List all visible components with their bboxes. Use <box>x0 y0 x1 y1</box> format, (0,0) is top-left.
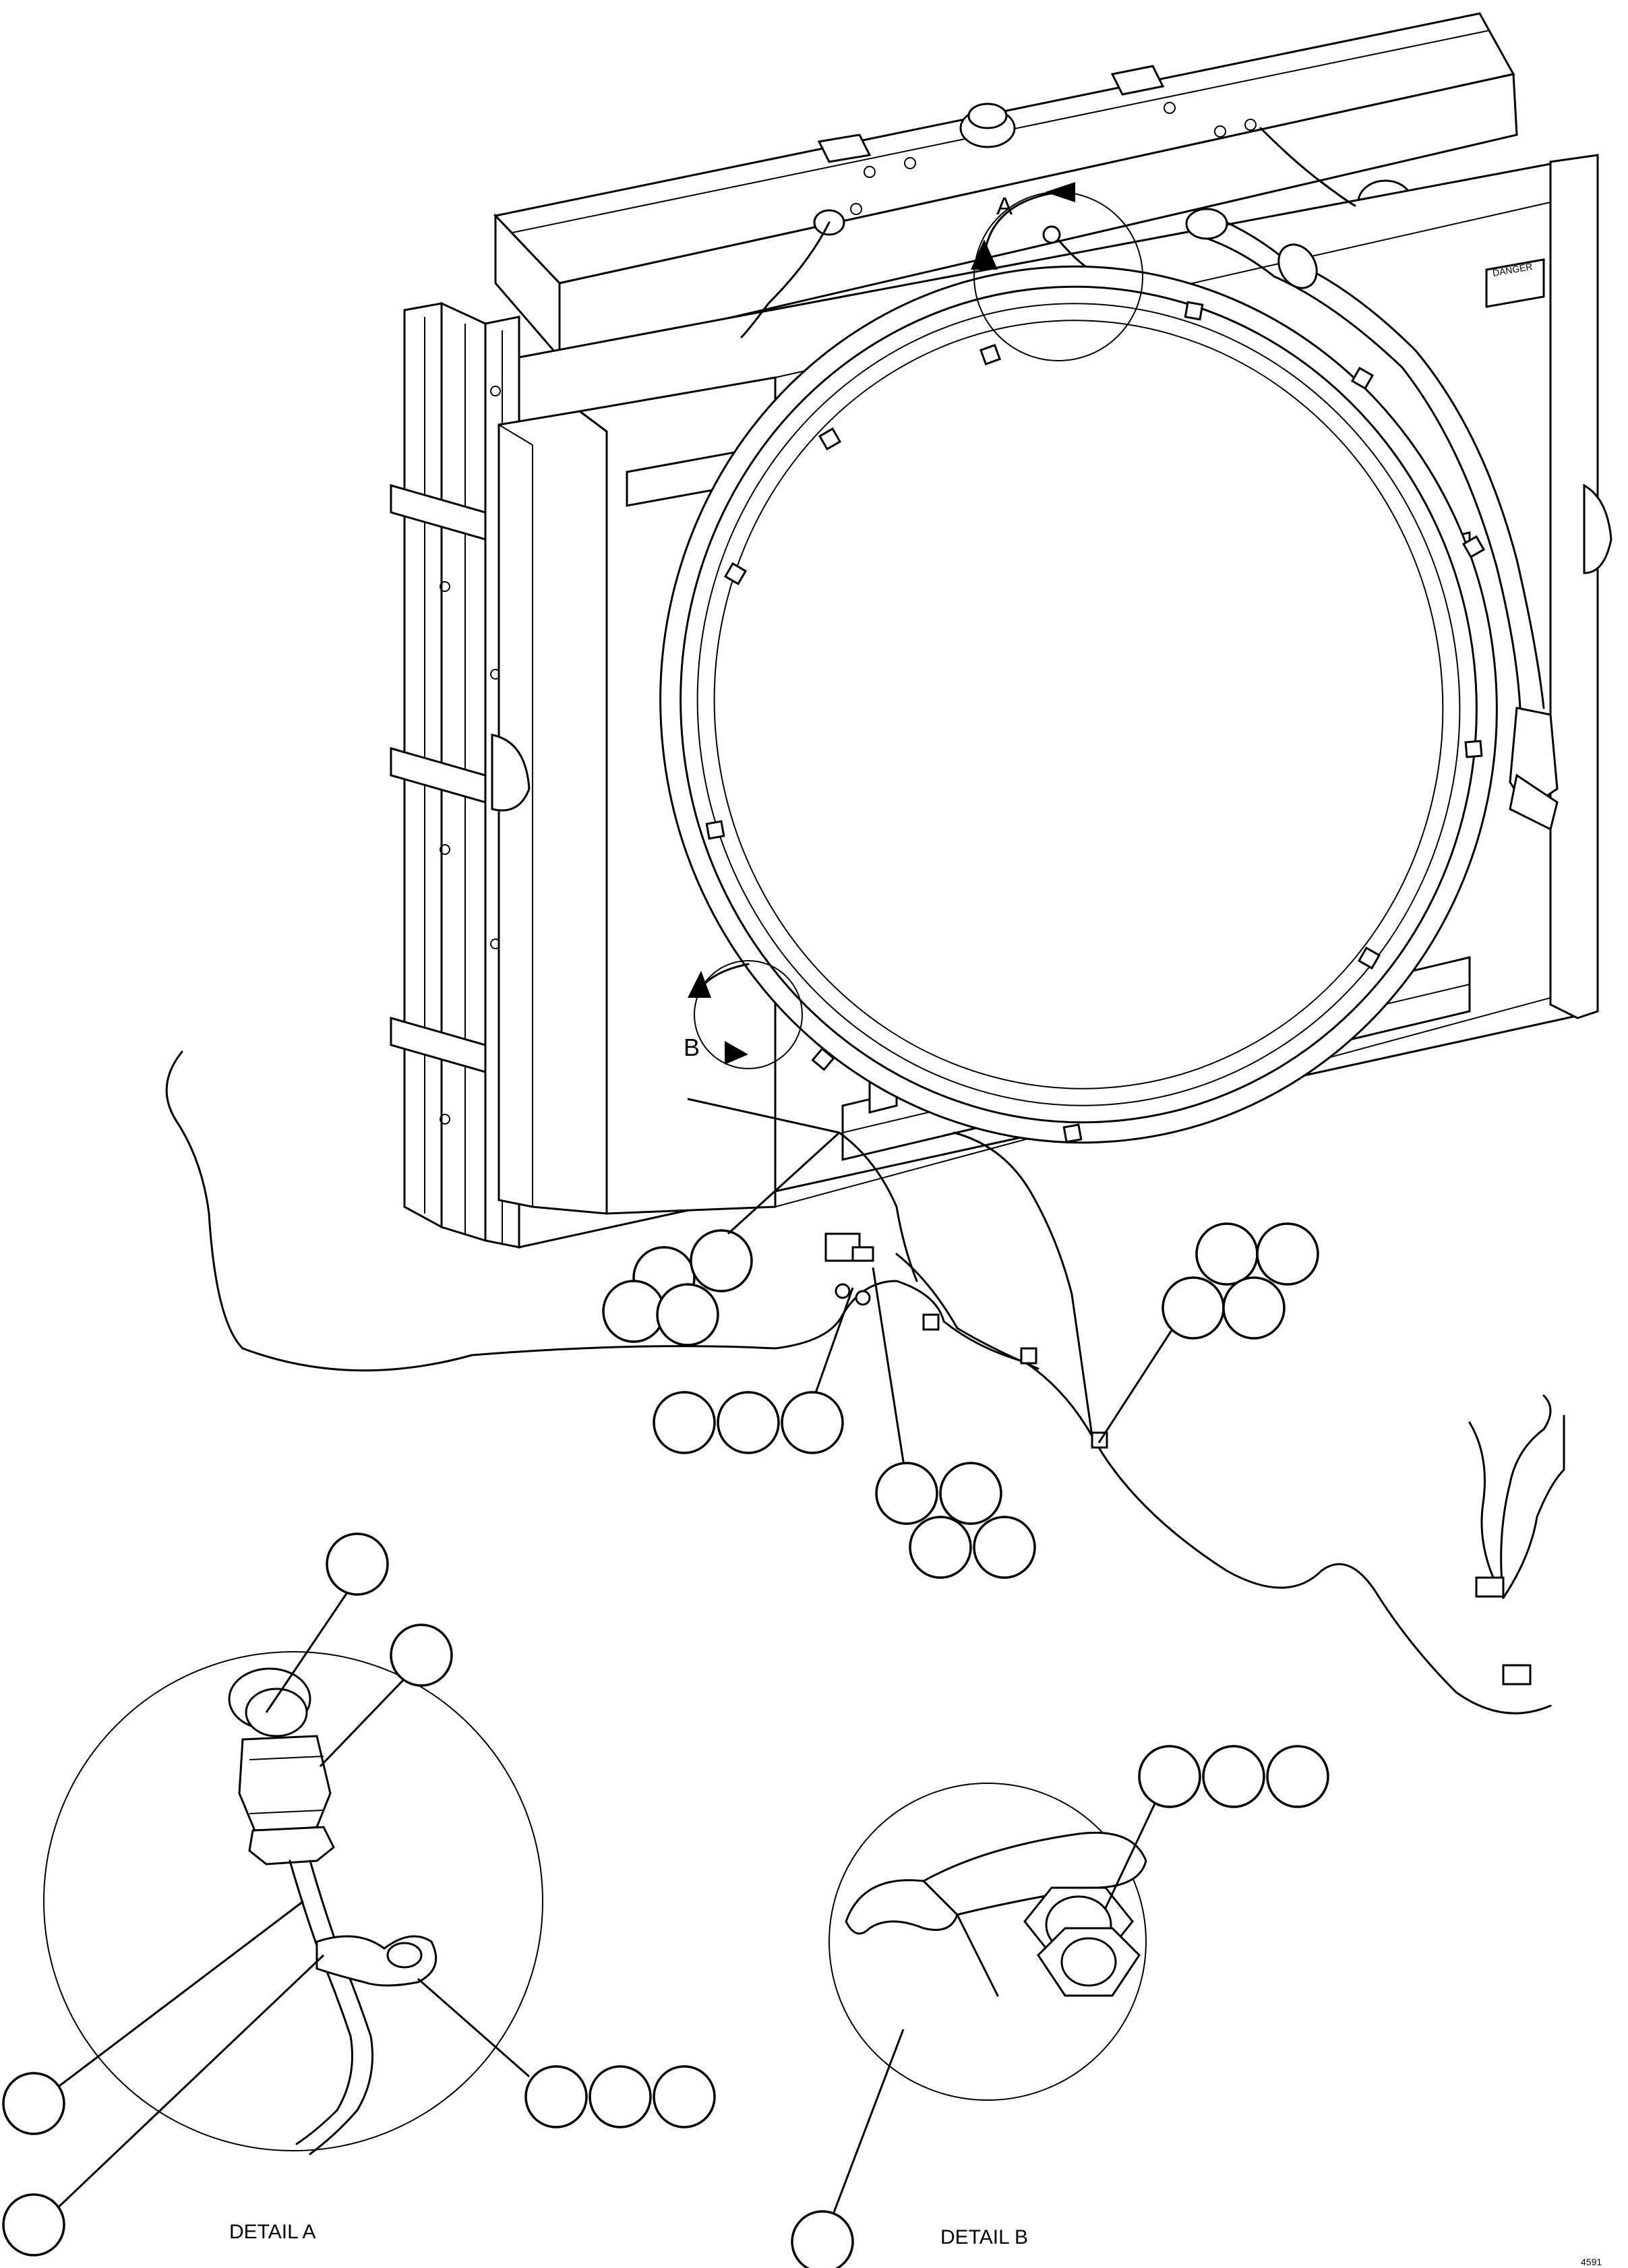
detail-a-caption: DETAIL A <box>229 2221 315 2243</box>
detail-a-sensor-balloon <box>326 1532 389 1596</box>
item-balloon <box>1202 1745 1265 1808</box>
detail-a-clamp-balloon <box>2 2193 65 2257</box>
item-balloon <box>1195 1222 1259 1286</box>
harness-clip-balloons <box>602 1098 841 1346</box>
item-balloon <box>1266 1745 1329 1808</box>
item-balloon <box>1256 1222 1319 1286</box>
item-balloon <box>690 1229 753 1292</box>
detail-a-harness-balloon <box>2 2072 65 2135</box>
detail-a-connector-balloon <box>390 1623 453 1687</box>
fan-ring <box>659 265 1498 1144</box>
item-balloon <box>973 1516 1036 1579</box>
detail-a-callout: A <box>971 182 1143 361</box>
radiator-assembly: DANGER <box>165 12 1612 1714</box>
item-balloon <box>1162 1276 1225 1340</box>
item-balloon <box>653 1391 716 1454</box>
detail-b-clamp-balloon <box>791 2210 854 2268</box>
detail-b-callout: B <box>684 960 803 1069</box>
connector-bracket-balloons <box>653 1287 854 1454</box>
item-balloon <box>875 1462 938 1525</box>
item-balloon <box>602 1280 665 1343</box>
item-balloon <box>653 2065 716 2128</box>
item-balloon <box>909 1516 972 1579</box>
upper-hose <box>1185 208 1559 831</box>
drawing-number: 4591 <box>1581 2257 1602 2267</box>
branch-balloons <box>872 1267 1036 1579</box>
item-balloon <box>781 1391 844 1454</box>
item-balloon <box>717 1391 780 1454</box>
tank-sensor-lead-right <box>1259 127 1356 207</box>
right-run-balloons <box>1097 1222 1319 1443</box>
item-balloon <box>939 1462 1002 1525</box>
item-balloon <box>589 2065 652 2128</box>
detail-b-view: DETAIL B <box>791 1745 1329 2268</box>
wire-harness <box>165 1050 1565 1714</box>
detail-a-arrow-label: A <box>996 192 1013 220</box>
item-balloon <box>524 2065 588 2128</box>
detail-b-caption: DETAIL B <box>940 2226 1028 2248</box>
detail-a-view: DETAIL A <box>2 1532 716 2257</box>
item-balloon <box>656 1283 719 1346</box>
tank-sensor-lead <box>740 221 831 338</box>
item-balloon <box>1138 1745 1201 1808</box>
detail-b-arrow-label: B <box>684 1034 700 1061</box>
item-balloon <box>1222 1276 1286 1340</box>
